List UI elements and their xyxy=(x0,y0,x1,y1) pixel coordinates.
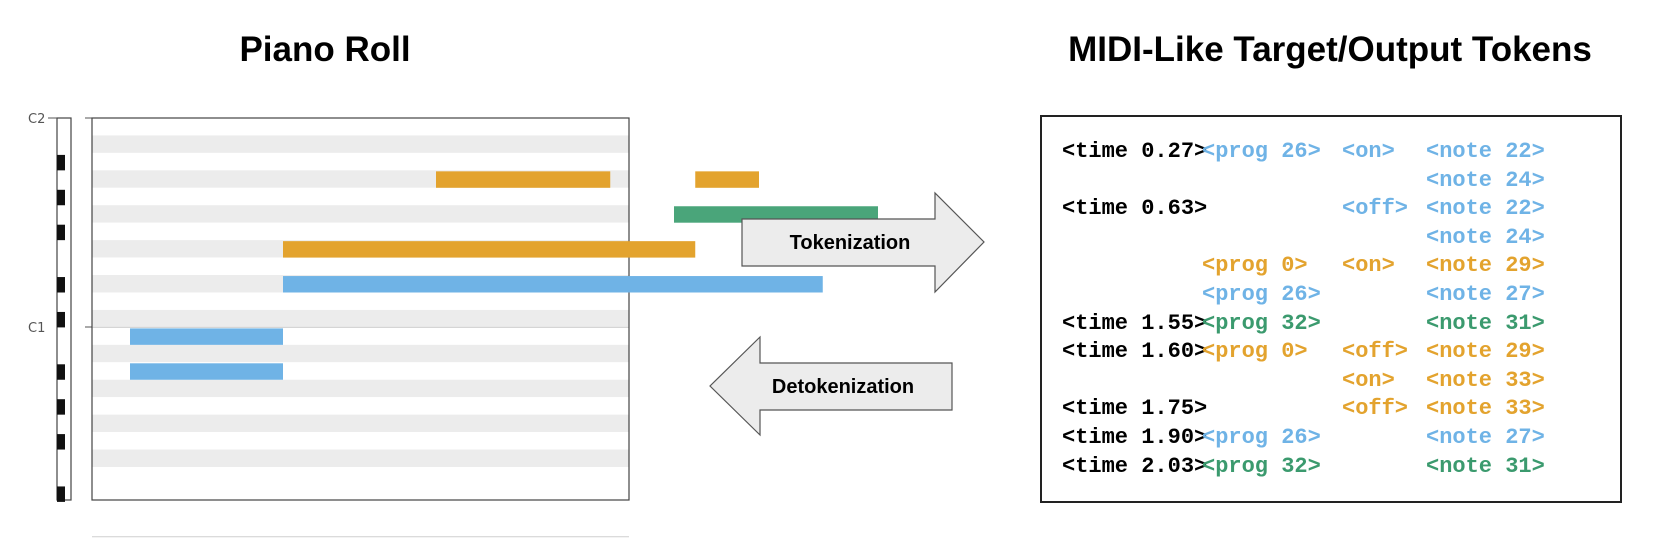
grid-row xyxy=(92,118,629,136)
token-row: <time 1.90><prog 26> <note 27> xyxy=(1062,425,1622,453)
note-bar xyxy=(283,276,823,293)
program-token: <prog 26> xyxy=(1202,282,1321,307)
black-key xyxy=(57,311,65,328)
grid-row xyxy=(92,344,629,363)
time-token: <time 1.60> xyxy=(1062,339,1208,365)
note-token: <note 27> xyxy=(1426,282,1545,307)
token-row: <time 2.03><prog 32> <note 31> xyxy=(1062,454,1622,482)
token-row: <time 1.75> <off> <note 33> xyxy=(1062,396,1622,424)
piano-roll-title: Piano Roll xyxy=(239,30,411,69)
tokenization-label: Tokenization xyxy=(790,232,911,254)
grid-row xyxy=(92,152,629,171)
black-key xyxy=(57,154,65,171)
token-row: <time 1.60><prog 0> <off> <note 29> xyxy=(1062,339,1622,367)
black-key xyxy=(57,434,65,450)
black-key xyxy=(57,486,65,502)
grid-row xyxy=(92,449,629,467)
grid-row xyxy=(92,432,629,450)
note-token: <note 31> xyxy=(1426,453,1545,479)
program-token: <prog 32> xyxy=(1202,453,1321,479)
token-row: <prog 26> <note 27> xyxy=(1062,282,1622,310)
piano-roll: C2 C1 xyxy=(28,112,878,538)
time-token: <time 0.27> xyxy=(1062,139,1208,164)
note-token: <note 24> xyxy=(1426,224,1545,250)
note-bar xyxy=(695,171,759,188)
grid-row xyxy=(92,309,629,328)
black-key xyxy=(57,224,65,241)
note-token: <note 33> xyxy=(1426,367,1545,393)
program-token: <prog 0> xyxy=(1202,253,1308,279)
grid-row xyxy=(92,205,629,223)
time-token: <time 1.55> xyxy=(1062,310,1208,336)
grid-row xyxy=(92,292,629,310)
grid-row xyxy=(92,257,629,276)
onoff-token: <off> xyxy=(1342,339,1409,365)
time-token: <time 1.90> xyxy=(1062,425,1208,450)
tokens-title: MIDI-Like Target/Output Tokens xyxy=(1068,30,1592,69)
note-bars xyxy=(130,171,878,380)
note-token: <note 24> xyxy=(1426,167,1545,193)
black-key xyxy=(57,277,65,293)
note-token: <note 22> xyxy=(1426,139,1545,164)
onoff-token: <on> xyxy=(1342,367,1395,393)
detokenization-label: Detokenization xyxy=(772,376,914,398)
time-token: <time 2.03> xyxy=(1062,453,1208,479)
note-bar xyxy=(130,363,283,380)
grid-row xyxy=(92,414,629,433)
token-row: <time 0.63> <off> <note 22> xyxy=(1062,196,1622,224)
note-token: <note 22> xyxy=(1426,196,1545,222)
note-bar xyxy=(283,241,696,258)
token-row: <prog 0> <on> <note 29> xyxy=(1062,253,1622,281)
grid-row xyxy=(92,187,629,206)
token-row: <note 24> xyxy=(1062,225,1622,253)
black-key xyxy=(57,364,65,380)
left-arrow-icon xyxy=(709,335,953,437)
detokenization-arrow[interactable]: Detokenization xyxy=(709,335,953,437)
note-bar xyxy=(436,171,611,188)
grid-row xyxy=(92,222,629,241)
black-keys xyxy=(57,154,65,502)
note-token: <note 27> xyxy=(1426,425,1545,450)
time-token: <time 1.75> xyxy=(1062,396,1208,422)
program-token: <prog 0> xyxy=(1202,339,1308,365)
program-token: <prog 26> xyxy=(1202,425,1321,450)
grid-row xyxy=(92,467,629,485)
token-row: <time 1.55><prog 32> <note 31> xyxy=(1062,311,1622,339)
token-row: <on> <note 33> xyxy=(1062,368,1622,396)
note-bar xyxy=(130,328,283,345)
grid-row xyxy=(92,379,629,398)
note-token: <note 31> xyxy=(1426,310,1545,336)
program-token: <prog 26> xyxy=(1202,139,1321,164)
black-key xyxy=(57,399,65,415)
onoff-token: <on> xyxy=(1342,139,1395,164)
note-token: <note 33> xyxy=(1426,396,1545,422)
onoff-token: <off> xyxy=(1342,196,1409,222)
black-key xyxy=(57,189,65,206)
key-label-c2: C2 xyxy=(28,112,45,127)
time-token: <time 0.63> xyxy=(1062,196,1208,222)
token-row: <time 0.27><prog 26> <on> <note 22> xyxy=(1062,139,1622,167)
note-token: <note 29> xyxy=(1426,339,1545,365)
program-token: <prog 32> xyxy=(1202,310,1321,336)
token-list-box: <time 0.27><prog 26><on><note 22><note 2… xyxy=(1040,115,1622,503)
right-arrow-icon xyxy=(741,191,985,294)
onoff-token: <on> xyxy=(1342,253,1395,279)
note-token: <note 29> xyxy=(1426,253,1545,279)
tokenization-arrow[interactable]: Tokenization xyxy=(741,191,985,294)
onoff-token: <off> xyxy=(1342,396,1409,422)
token-row: <note 24> xyxy=(1062,168,1622,196)
grid-row xyxy=(92,397,629,415)
grid-row xyxy=(92,135,629,153)
key-label-c1: C1 xyxy=(28,321,45,336)
piano-roll-frame xyxy=(91,117,630,501)
